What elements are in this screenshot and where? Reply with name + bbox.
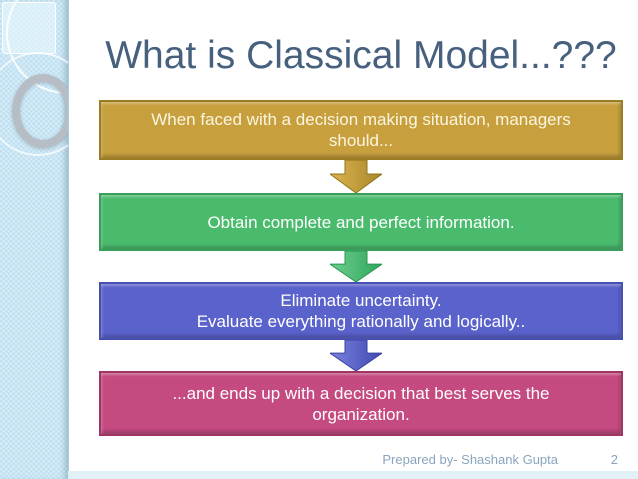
flow-box-obtain-information: Obtain complete and perfect information.: [99, 193, 623, 251]
flow-box-line: Evaluate everything rationally and logic…: [196, 312, 526, 331]
page-number: 2: [610, 452, 618, 467]
slide-title: What is Classical Model...???: [105, 34, 617, 77]
flow-box-best-decision: ...and ends up with a decision that best…: [99, 371, 623, 436]
decor-circle-outline-icon: [0, 52, 68, 156]
flow-box-eliminate-uncertainty: Eliminate uncertainty. Evaluate everythi…: [99, 282, 623, 340]
down-arrow-icon: [330, 340, 382, 371]
flow-box-line: should...: [328, 131, 394, 150]
down-arrow-icon: [330, 160, 382, 193]
flow-box-decision-situation: When faced with a decision making situat…: [99, 100, 623, 160]
flow-box-line: When faced with a decision making situat…: [151, 110, 571, 129]
flow-box-line: Eliminate uncertainty.: [280, 291, 442, 310]
flow-box-line: Obtain complete and perfect information.: [207, 212, 515, 232]
decor-gray-ring-icon: [12, 74, 68, 148]
flow-box-line: organization.: [312, 404, 410, 424]
footer-prepared-by: Prepared by- Shashank Gupta: [382, 452, 558, 467]
flow-box-line: ...and ends up with a decision that best…: [172, 383, 550, 403]
down-arrow-icon: [330, 251, 382, 282]
footer-strip: [68, 471, 638, 479]
decor-sidebar: [0, 0, 69, 479]
